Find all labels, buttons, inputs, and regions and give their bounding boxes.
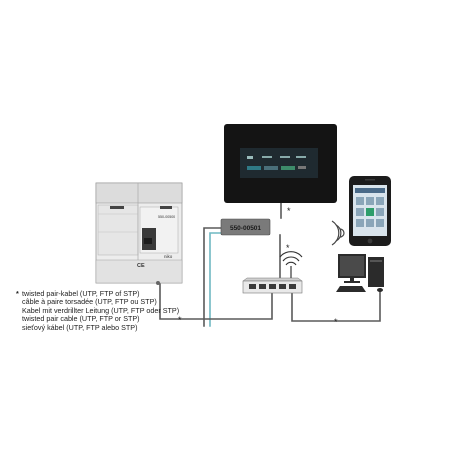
router-wifi-icon <box>279 251 303 266</box>
wifi-icon <box>331 220 345 246</box>
highlight-cable <box>209 232 223 327</box>
legend-line-3: Kabel mit verdrillter Leitung (UTP, FTP … <box>22 305 180 315</box>
din-rail-module-icon: 550-00500 niko CE <box>95 182 183 285</box>
din-module-model: 550-00500 <box>158 215 175 219</box>
cable-module-to-router <box>159 279 273 320</box>
ce-mark: CE <box>137 263 145 269</box>
legend-line-2: câble à paire torsadée (UTP, FTP ou STP) <box>22 297 157 307</box>
din-module-brand: niko <box>164 254 173 259</box>
cable-marker-module: * <box>178 315 182 325</box>
legend-marker: * <box>16 289 19 298</box>
legend-line-1: *twisted pair-kabel (UTP, FTP of STP) <box>16 289 140 298</box>
cable-router-to-pc <box>291 289 381 322</box>
switch-box-label: 550-00501 <box>230 225 261 232</box>
cable-marker-pc: * <box>334 317 338 327</box>
touch-panel-icon <box>224 124 337 203</box>
switch-box: 550-00501 <box>220 218 271 236</box>
legend-line-5: sieťový kábel (UTP, FTP alebo STP) <box>22 322 138 332</box>
smartphone-icon <box>349 176 391 246</box>
cable-marker-box: * <box>286 243 290 253</box>
cable-legend: *twisted pair-kabel (UTP, FTP of STP) câ… <box>16 289 196 332</box>
legend-line-4: twisted pair cable (UTP, FTP or STP) <box>22 314 140 324</box>
cable-marker-panel: * <box>287 206 291 216</box>
cables <box>159 199 381 327</box>
cable-box-to-bottom <box>203 227 223 327</box>
router-icon <box>242 266 303 294</box>
desktop-pc-icon <box>336 254 384 292</box>
